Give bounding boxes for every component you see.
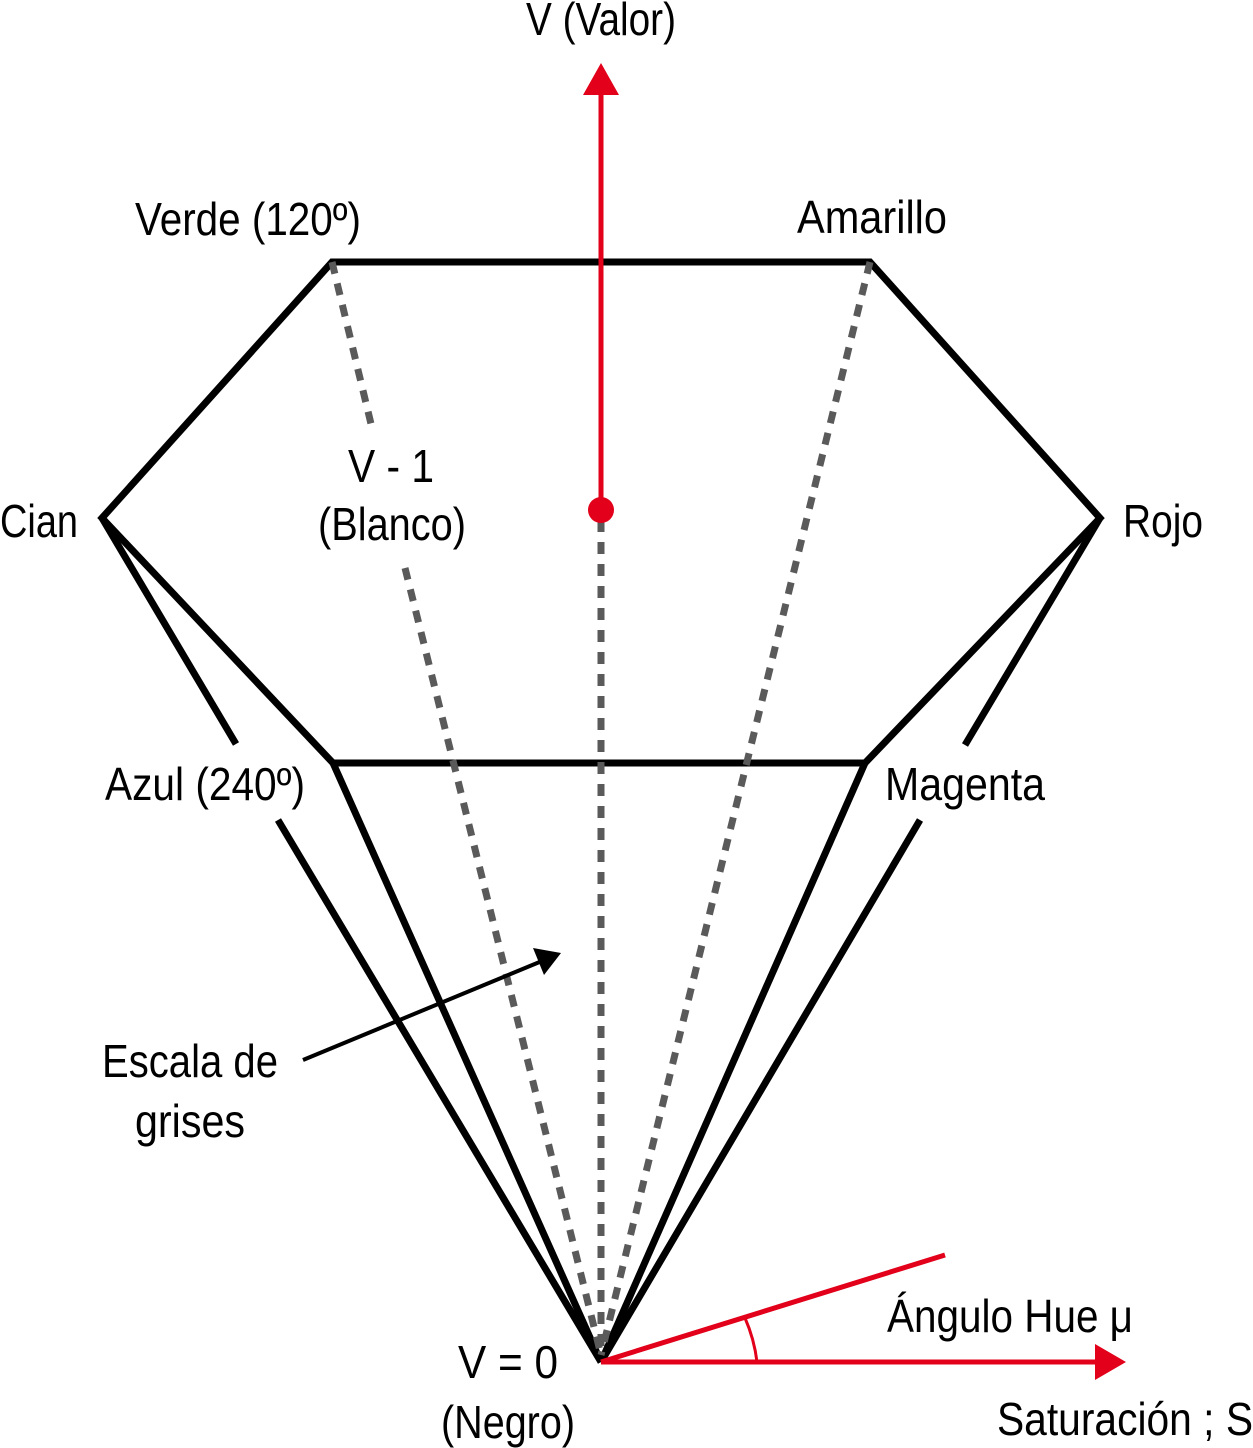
label-white-line2: (Blanco) bbox=[318, 498, 466, 550]
label-grayscale-line1: Escala de bbox=[102, 1035, 278, 1087]
label-magenta: Magenta bbox=[885, 758, 1045, 810]
label-saturation: Saturación ; S bbox=[997, 1393, 1253, 1445]
label-white-line1: V - 1 bbox=[348, 440, 434, 492]
label-grayscale-line2: grises bbox=[135, 1095, 245, 1147]
hue-angle-arc bbox=[743, 1317, 759, 1363]
saturation-arrow bbox=[600, 1252, 1126, 1380]
hidden-edges bbox=[328, 261, 874, 1356]
arrow-right-icon bbox=[1095, 1344, 1126, 1380]
edge-yellow bbox=[597, 261, 874, 1356]
edge-green-lower bbox=[401, 567, 605, 1356]
label-black-line1: V = 0 bbox=[458, 1336, 558, 1388]
label-black-line2: (Negro) bbox=[441, 1396, 575, 1448]
hue-line bbox=[600, 1252, 946, 1365]
value-arrow bbox=[583, 63, 619, 523]
edge-blue bbox=[329, 761, 605, 1364]
edge-cyan-upper bbox=[98, 516, 240, 746]
edge-green-upper bbox=[328, 261, 376, 429]
arrow-up-icon bbox=[583, 63, 619, 95]
label-red: Rojo bbox=[1123, 495, 1203, 547]
label-yellow: Amarillo bbox=[797, 191, 947, 243]
hexcone-outline bbox=[97, 258, 1105, 1364]
label-cyan: Cian bbox=[0, 495, 78, 547]
grayscale-pointer bbox=[302, 948, 561, 1062]
edge-red-lower bbox=[597, 818, 924, 1364]
arrow-icon bbox=[533, 948, 561, 975]
label-green: Verde (120º) bbox=[135, 193, 361, 245]
edge-cyan-lower bbox=[274, 818, 605, 1364]
white-point bbox=[588, 497, 614, 523]
label-blue: Azul (240º) bbox=[105, 758, 305, 810]
label-hue-angle: Ángulo Hue μ bbox=[887, 1290, 1133, 1342]
edge-red-upper bbox=[961, 516, 1104, 747]
edge-magenta bbox=[597, 761, 869, 1364]
label-value-axis: V (Valor) bbox=[526, 0, 676, 45]
